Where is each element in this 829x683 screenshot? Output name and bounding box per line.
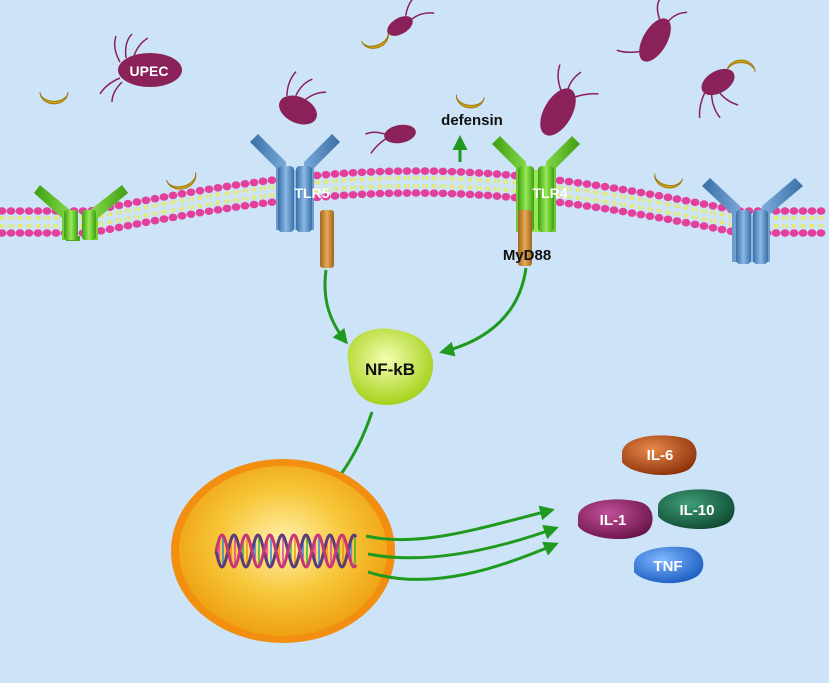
- bacterium-icon: [387, 0, 435, 36]
- tlr5-label: TLR5: [295, 185, 330, 201]
- bacterium-icon: [365, 124, 416, 154]
- bacterium-upec-icon: [99, 33, 182, 103]
- defensin-icon: [39, 91, 69, 105]
- cytokine-il6: IL-6: [622, 435, 697, 476]
- defensin-icon: [361, 31, 389, 49]
- defensin-label: defensin: [441, 112, 503, 129]
- tnf-label: TNF: [653, 558, 682, 575]
- cytokine-il1: IL-1: [578, 499, 653, 540]
- receptor-tlr4: [492, 136, 580, 266]
- tlr5-adapter: [320, 210, 334, 268]
- nfkb-label: NF-kB: [365, 360, 415, 379]
- upec-label: UPEC: [130, 63, 169, 79]
- cell-membrane: [0, 167, 826, 237]
- tlr4-label: TLR4: [533, 185, 568, 201]
- arrow-to-cytokines-1: [365, 505, 555, 542]
- il10-label: IL-10: [679, 502, 714, 519]
- bacterium-icon: [279, 71, 327, 125]
- bacterium-icon: [616, 0, 688, 62]
- nfkb-node: NF-kB: [347, 328, 434, 406]
- bacterium-icon: [540, 64, 599, 136]
- cytokine-tnf: TNF: [634, 546, 704, 584]
- arrow-to-cytokines-2: [367, 524, 559, 560]
- receptor-right-blue: [702, 178, 803, 264]
- defensin-icon: [165, 172, 197, 190]
- il1-label: IL-1: [600, 512, 627, 529]
- arrow-to-cytokines-3: [367, 541, 559, 581]
- bacteria-group: [99, 0, 739, 154]
- bacterium-icon: [698, 68, 739, 119]
- defensin-icon: [455, 94, 485, 109]
- il6-label: IL-6: [647, 447, 674, 464]
- arrow-tlr4-to-nfkb: [439, 267, 528, 357]
- myd88-adapter: [518, 210, 532, 266]
- cytokine-il10: IL-10: [658, 489, 735, 530]
- arrow-tlr5-to-nfkb: [323, 269, 348, 345]
- myd88-label: MyD88: [503, 247, 551, 264]
- defensin-icon: [654, 173, 683, 189]
- dna-helix-icon: [214, 533, 358, 569]
- receptor-tlr5: [250, 134, 340, 268]
- defensin-icon: [726, 59, 756, 73]
- receptor-left-green: [34, 185, 128, 241]
